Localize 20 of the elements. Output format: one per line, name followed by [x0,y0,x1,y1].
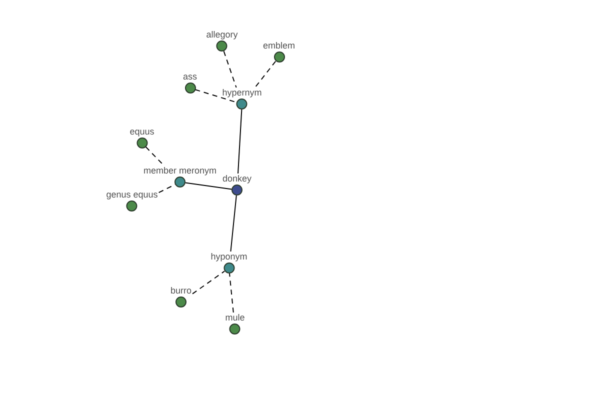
node-label: hypernym [221,88,263,98]
node-label: genus equus [105,190,159,200]
node-label: equus [128,126,156,138]
node-label: mule [224,312,246,324]
dashed-connector [223,50,237,88]
dashed-connector [254,60,276,88]
dashed-connector [229,273,234,313]
node-label: allegory [205,30,239,40]
dashed-connector [194,89,238,103]
node-label: burro [170,286,192,296]
connector-line [184,182,232,190]
dashed-connector [145,146,164,166]
connector-line [238,109,242,174]
connector-line [230,195,237,252]
node-label: ass [182,72,198,82]
node-label: donkey [221,174,253,184]
dashed-connector [192,270,225,294]
node-label: hyponym [210,252,248,262]
node-label: emblem [262,40,296,52]
node-label: member meronym [142,166,218,176]
